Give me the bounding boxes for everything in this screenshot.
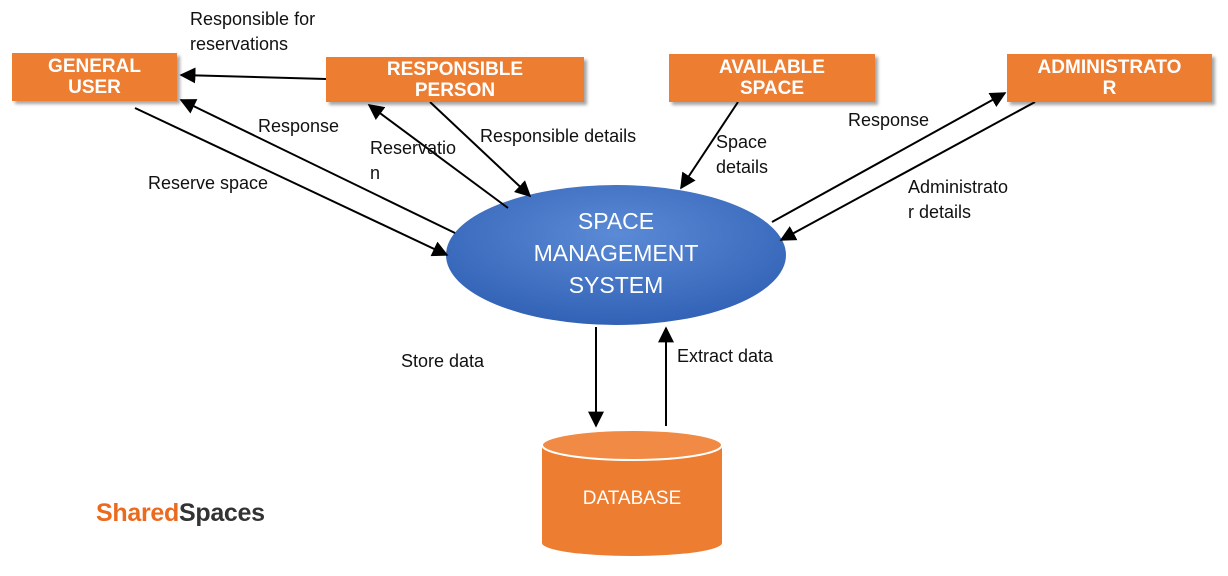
process-label: SPACE MANAGEMENT SYSTEM [533,208,699,298]
flow-system-to-responsible-reservation [367,104,509,209]
flow-space-to-system [680,101,739,190]
database-label: DATABASE [582,488,682,509]
entity-administrator: ADMINISTRATO R [1007,54,1212,102]
flow-label-responsible-for-reservations: Responsible for reservations [190,9,316,54]
flow-label-store-data: Store data [401,351,485,371]
flow-label-responsible-details: Responsible details [480,126,637,146]
logo-part-spaces: Spaces [178,499,265,527]
flow-system-to-user-response [179,99,456,234]
process-ellipse [446,185,786,325]
entity-general-user: GENERAL USER [12,53,177,101]
logo-part-shared: Shared [96,499,179,527]
flow-label-reservation: Reservatio n [370,138,457,183]
flow-label-extract-data: Extract data [677,346,774,366]
sharedspaces-logo: SharedSpaces [96,499,265,528]
entity-responsible-person: RESPONSIBLE PERSON [326,57,584,102]
flow-responsible-to-system-details [429,101,532,198]
flow-user-to-system-reserve [134,107,449,257]
entity-available-space: AVAILABLE SPACE [669,54,875,102]
flow-label-reserve-space: Reserve space [148,173,269,193]
flow-responsible-to-user [179,67,327,84]
flow-label-space-details: Space details [716,132,769,177]
flow-system-to-admin-response [771,92,1007,223]
flow-label-administrator-details: Administrato r details [908,177,1009,222]
flow-admin-to-system-details [779,101,1036,241]
database-cylinder [541,429,723,556]
flow-label-response-admin: Response [848,110,930,130]
flow-label-response-user: Response [258,116,340,136]
